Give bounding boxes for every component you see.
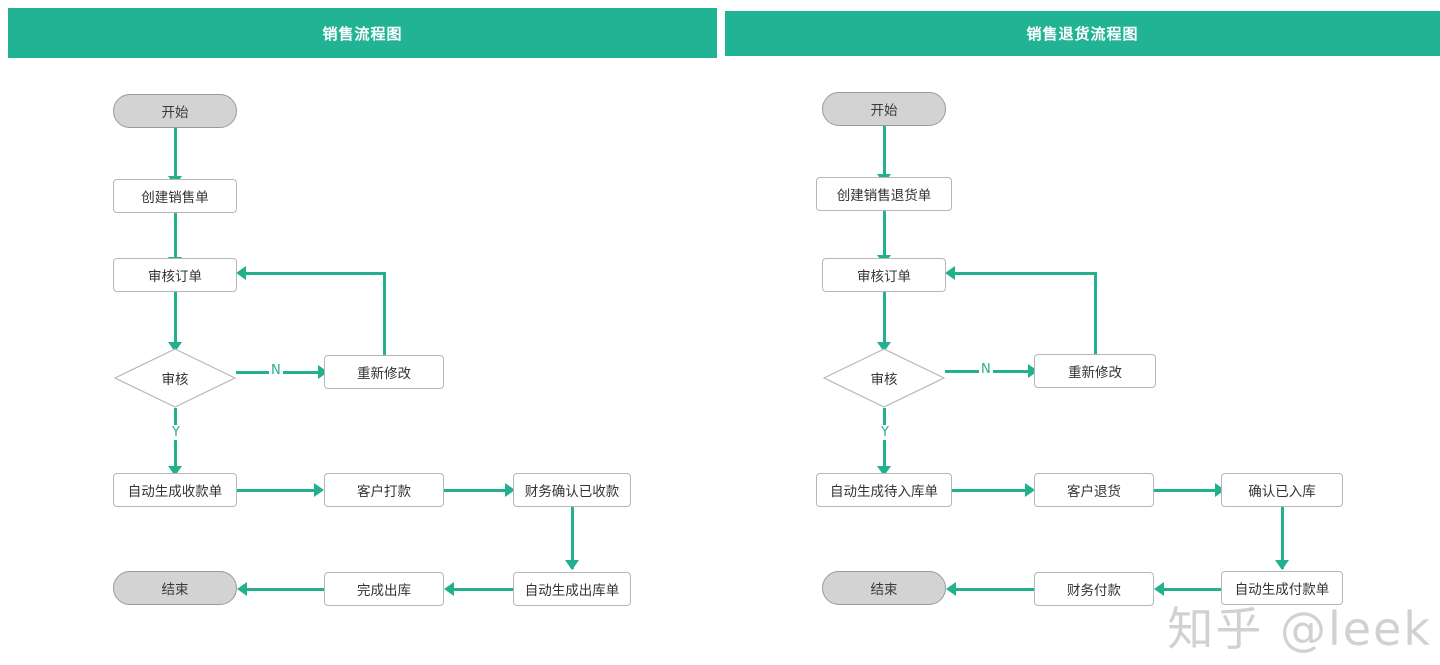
node-rework-label: 重新修改	[1068, 365, 1122, 381]
node-rework[interactable]: 重新修改	[324, 355, 444, 389]
arrow-rework-loop	[945, 266, 955, 280]
edge-confirm-to-payment	[1281, 507, 1284, 569]
edge-complete-to-end	[245, 588, 326, 591]
edge-return-to-confirm	[1154, 489, 1222, 492]
arrow-inbound-to-return	[1025, 483, 1035, 497]
node-auto-receipt[interactable]: 自动生成收款单	[113, 473, 237, 507]
node-review-order-label: 审核订单	[857, 269, 911, 285]
arrow-pay-to-finance	[505, 483, 515, 497]
node-review-order-label: 审核订单	[148, 269, 202, 285]
sales-return-flow-title: 销售退货流程图	[1026, 25, 1139, 43]
arrow-receipt-to-pay	[314, 483, 324, 497]
node-decision-review[interactable]: 审核	[823, 348, 945, 408]
arrow-return-to-confirm	[1215, 483, 1225, 497]
edge-start-to-create	[883, 126, 886, 178]
node-complete-outbound-label: 完成出库	[357, 583, 411, 599]
edge-finance-to-outbound	[571, 507, 574, 569]
sales-return-flow-title-banner: 销售退货流程图	[725, 11, 1440, 56]
edge-create-to-review	[883, 211, 886, 261]
node-decision-review[interactable]: 审核	[114, 348, 236, 408]
node-auto-payment-order[interactable]: 自动生成付款单	[1221, 571, 1343, 605]
arrow-payment-order-to-finance-pay	[1154, 582, 1164, 596]
edge-decision-to-inbound	[883, 408, 886, 478]
arrow-outbound-to-complete	[444, 582, 454, 596]
arrow-rework-loop	[236, 266, 246, 280]
node-end-label: 结束	[870, 582, 898, 598]
node-review-order[interactable]: 审核订单	[822, 258, 946, 292]
node-auto-pending-inbound[interactable]: 自动生成待入库单	[816, 473, 952, 507]
arrow-decision-to-inbound	[877, 466, 891, 476]
arrow-finance-pay-to-end	[946, 582, 956, 596]
node-start[interactable]: 开始	[822, 92, 946, 126]
edge-rework-loop-vertical	[383, 272, 386, 357]
node-review-order[interactable]: 审核订单	[113, 258, 237, 292]
banner-row: 销售流程图 销售退货流程图	[0, 0, 1440, 70]
arrow-review-to-decision	[168, 342, 182, 352]
branch-label-no: N	[979, 362, 993, 377]
node-end-label: 结束	[161, 582, 189, 598]
branch-label-yes: Y	[879, 425, 891, 440]
node-finance-payment-label: 财务付款	[1067, 583, 1121, 599]
node-auto-outbound-label: 自动生成出库单	[524, 583, 620, 599]
arrow-confirm-to-payment	[1275, 560, 1289, 570]
diamond-icon	[114, 348, 236, 408]
edge-outbound-to-complete	[452, 588, 515, 591]
edge-rework-loop-horizontal	[244, 272, 385, 275]
node-decision-label: 审核	[870, 372, 898, 388]
node-rework-label: 重新修改	[357, 366, 411, 382]
node-create-return-order-label: 创建销售退货单	[836, 188, 932, 204]
edge-rework-loop-horizontal	[953, 272, 1096, 275]
edge-review-to-decision	[174, 292, 177, 348]
node-finance-confirm-label: 财务确认已收款	[524, 484, 620, 500]
sales-flow-title-banner: 销售流程图	[8, 8, 717, 58]
node-start-label: 开始	[870, 103, 898, 119]
sales-return-flow-chart: 开始 创建销售退货单 审核订单 审核 N 重新修改 Y 自动生成待入库单 客户退…	[710, 70, 1440, 665]
arrow-decision-to-rework	[318, 365, 328, 379]
node-create-order-label: 创建销售单	[141, 190, 209, 206]
sales-flow-chart: 开始 创建销售单 审核订单 审核 N 重新修改 Y 自动生成收款单 客户打款	[0, 70, 720, 665]
edge-inbound-to-return	[952, 489, 1030, 492]
edge-decision-to-receipt	[174, 408, 177, 478]
node-complete-outbound[interactable]: 完成出库	[324, 572, 444, 606]
node-auto-outbound[interactable]: 自动生成出库单	[513, 572, 631, 606]
node-customer-return-label: 客户退货	[1067, 484, 1121, 500]
edge-review-to-decision	[883, 292, 886, 348]
node-auto-pending-inbound-label: 自动生成待入库单	[830, 484, 938, 500]
edge-start-to-create	[174, 128, 177, 180]
diamond-icon	[823, 348, 945, 408]
node-customer-pay-label: 客户打款	[357, 484, 411, 500]
node-auto-payment-order-label: 自动生成付款单	[1234, 582, 1330, 598]
node-confirm-inbound[interactable]: 确认已入库	[1221, 473, 1343, 507]
node-auto-receipt-label: 自动生成收款单	[127, 484, 223, 500]
arrow-decision-to-receipt	[168, 466, 182, 476]
edge-finance-pay-to-end	[954, 588, 1036, 591]
arrow-decision-to-rework	[1028, 364, 1038, 378]
branch-label-yes: Y	[170, 425, 182, 440]
arrow-review-to-decision	[877, 342, 891, 352]
sales-flow-title: 销售流程图	[322, 24, 403, 43]
node-customer-pay[interactable]: 客户打款	[324, 473, 444, 507]
node-end[interactable]: 结束	[113, 571, 237, 605]
branch-label-no: N	[269, 363, 283, 378]
node-start-label: 开始	[161, 105, 189, 121]
arrow-complete-to-end	[237, 582, 247, 596]
node-confirm-inbound-label: 确认已入库	[1248, 484, 1316, 500]
node-create-order[interactable]: 创建销售单	[113, 179, 237, 213]
node-finance-payment[interactable]: 财务付款	[1034, 572, 1154, 606]
node-end[interactable]: 结束	[822, 571, 946, 605]
node-decision-label: 审核	[161, 372, 189, 388]
node-create-return-order[interactable]: 创建销售退货单	[816, 177, 952, 211]
node-customer-return[interactable]: 客户退货	[1034, 473, 1154, 507]
edge-receipt-to-pay	[237, 489, 319, 492]
edge-payment-order-to-finance-pay	[1162, 588, 1225, 591]
node-finance-confirm[interactable]: 财务确认已收款	[513, 473, 631, 507]
edge-create-to-review	[174, 213, 177, 263]
node-rework[interactable]: 重新修改	[1034, 354, 1156, 388]
edge-pay-to-finance	[444, 489, 512, 492]
node-start[interactable]: 开始	[113, 94, 237, 128]
edge-rework-loop-vertical	[1094, 272, 1097, 356]
arrow-finance-to-outbound	[565, 560, 579, 570]
